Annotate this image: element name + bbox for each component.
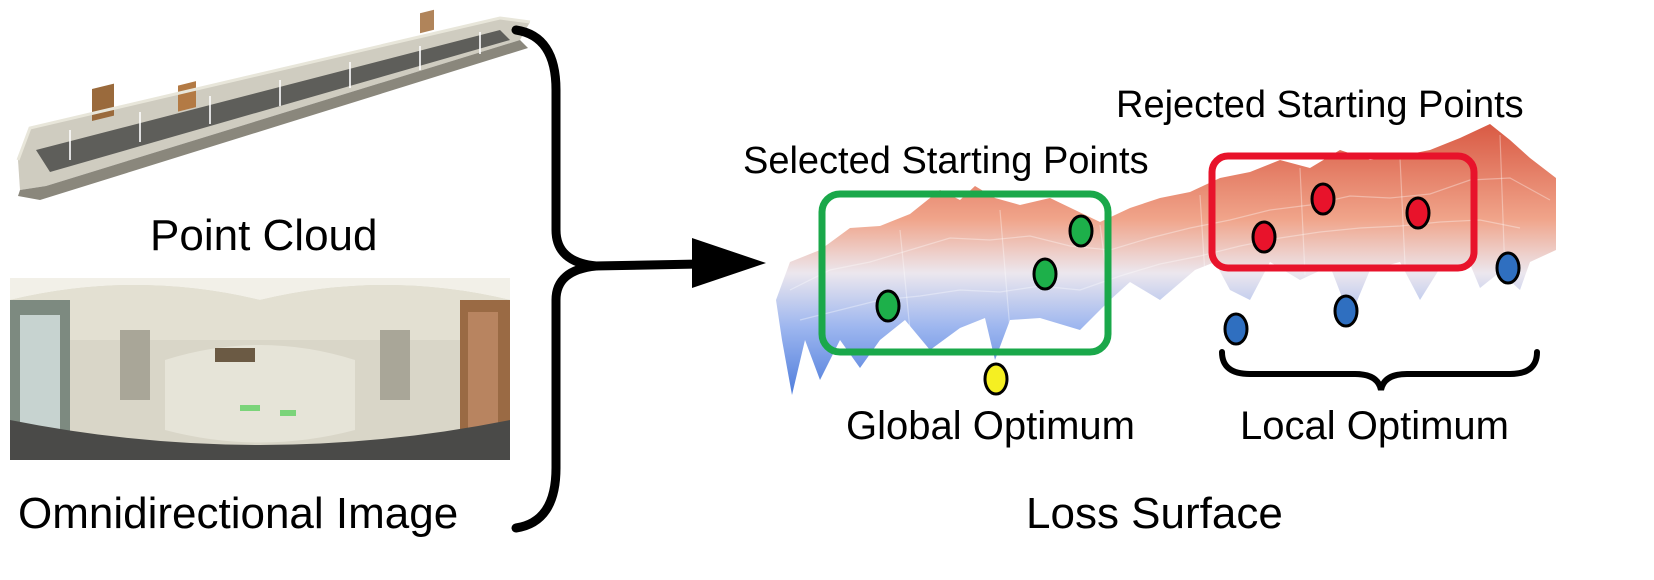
selected-starting-points-box — [818, 190, 1112, 356]
local-optimum-label: Local Optimum — [1240, 404, 1509, 448]
rejected-starting-points-label: Rejected Starting Points — [1116, 84, 1524, 126]
selected-point — [1032, 257, 1058, 291]
omnidirectional-image — [10, 278, 510, 460]
loss-surface-title: Loss Surface — [1026, 489, 1283, 538]
rejected-point — [1405, 196, 1431, 230]
rejected-starting-points-box — [1208, 152, 1478, 272]
point-cloud-label: Point Cloud — [150, 211, 378, 260]
merge-bracket — [511, 25, 601, 533]
global-optimum-point — [983, 362, 1009, 396]
omnidirectional-image-label: Omnidirectional Image — [18, 489, 459, 538]
point-cloud-image — [16, 9, 531, 200]
rejected-point — [1310, 182, 1336, 216]
arrow-head — [692, 238, 766, 288]
local-optimum-brace — [1219, 349, 1540, 391]
selected-point — [875, 289, 901, 323]
local-optimum-point — [1333, 294, 1359, 328]
selected-point — [1068, 214, 1094, 248]
selected-starting-points-label: Selected Starting Points — [743, 140, 1149, 182]
local-optimum-point — [1223, 312, 1249, 346]
local-optimum-point — [1495, 251, 1521, 285]
global-optimum-label: Global Optimum — [846, 404, 1135, 448]
arrow-shaft — [593, 259, 701, 271]
rejected-point — [1251, 220, 1277, 254]
